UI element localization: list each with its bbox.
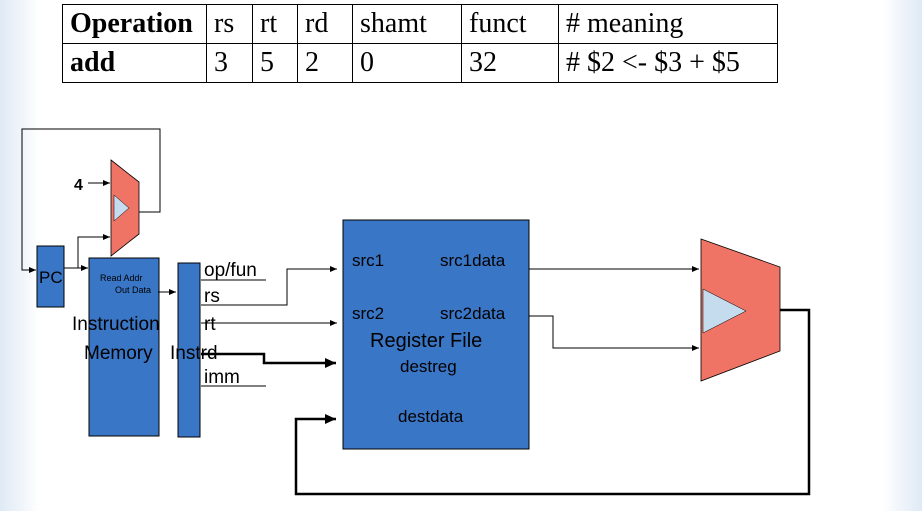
- field-wires: [201, 266, 337, 387]
- pc-feedback-wires: [21, 128, 161, 273]
- rf-src1data-label: src1data: [440, 251, 506, 270]
- rf-src2data-label: src2data: [440, 304, 506, 323]
- pc-adder: [110, 159, 140, 257]
- header-rs: rs: [206, 4, 253, 44]
- pc-register: [36, 245, 65, 308]
- pc-adder-triangle-icon: [113, 194, 130, 222]
- instruction-register: [177, 262, 201, 438]
- adder-constant-label: 4: [74, 177, 83, 194]
- cell-rd: 2: [297, 43, 353, 83]
- cell-funct: 32: [461, 43, 559, 83]
- rf-destreg-label: destreg: [400, 357, 457, 376]
- field-imm: imm: [204, 367, 240, 388]
- imem-out-data-label: Out Data: [115, 285, 151, 295]
- pc-label: PC: [39, 268, 63, 287]
- imem-label-line1: Instruction: [72, 314, 160, 335]
- instr-label: Instrd: [170, 343, 218, 364]
- rd-to-destreg-wire: [201, 352, 336, 368]
- imem-read-addr-label: Read Addr: [100, 273, 143, 283]
- field-op-fun: op/fun: [204, 260, 257, 281]
- alu-triangle-icon: [702, 288, 747, 334]
- rf-src1-label: src1: [352, 251, 384, 270]
- rf-destdata-label: destdata: [398, 407, 464, 426]
- rf-to-alu-wires: [529, 266, 699, 351]
- field-rt: rt: [204, 314, 216, 335]
- header-operation: Operation: [62, 4, 207, 44]
- field-rs: rs: [204, 286, 220, 307]
- header-rd: rd: [297, 4, 353, 44]
- instruction-memory: [88, 257, 160, 437]
- imem-label-line2: Memory: [84, 343, 153, 364]
- rf-src2-label: src2: [352, 304, 384, 323]
- table-header-row: Operation rs rt rd shamt funct # meaning: [62, 4, 778, 44]
- cell-operation: add: [62, 43, 207, 83]
- register-file: [342, 219, 530, 450]
- table-row: add 3 5 2 0 32 # $2 <- $3 + $5: [62, 43, 778, 83]
- rf-title: Register File: [370, 330, 482, 352]
- writeback-wire: [294, 308, 811, 496]
- instruction-format-table: Operation rs rt rd shamt funct # meaning…: [62, 4, 778, 83]
- cell-meaning: # $2 <- $3 + $5: [558, 43, 778, 83]
- cell-rs: 3: [206, 43, 253, 83]
- alu: [700, 238, 781, 382]
- cell-shamt: 0: [352, 43, 462, 83]
